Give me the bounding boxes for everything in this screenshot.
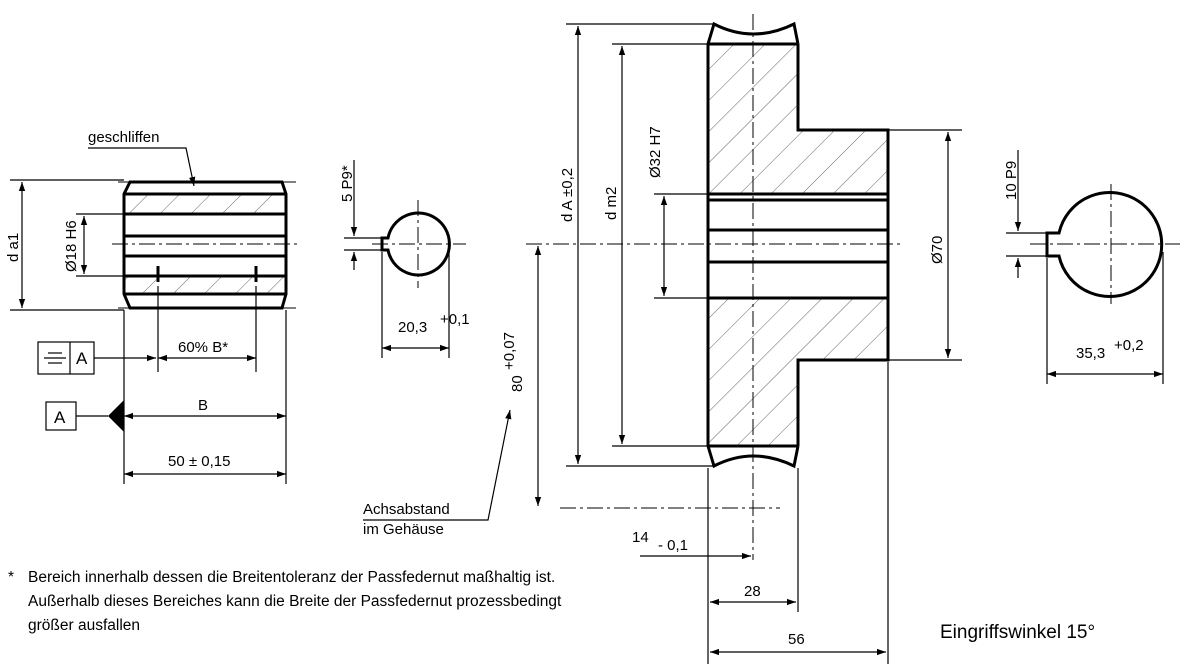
worm-wheel-section: d A ±0,2 d m2 Ø32 H7 Ø70 80 +0,07 Achsab… xyxy=(363,14,962,664)
small-hub-outline xyxy=(380,211,451,277)
datum-label: A xyxy=(54,408,66,427)
rack-section-view: geschliffen d a1 Ø18 H6 A 60% B* A xyxy=(5,129,300,484)
hub-dia-label: Ø70 xyxy=(929,236,946,264)
keyway-slot-lower xyxy=(706,260,890,300)
large-depth-tolerance: +0,2 xyxy=(1114,337,1144,354)
bore-diameter-label: Ø18 H6 xyxy=(63,220,80,272)
tip-dia-label: d A ±0,2 xyxy=(559,168,576,222)
small-keyway-label: 5 P9* xyxy=(339,165,356,202)
small-hub-view: 5 P9* 20,3 +0,1 xyxy=(339,160,470,358)
large-hub-outline xyxy=(1045,191,1164,298)
footnote: * Bereich innerhalb dessen die Breitento… xyxy=(8,569,562,634)
tip-diameter-label: d a1 xyxy=(5,233,22,262)
center-distance-note-2: im Gehäuse xyxy=(363,521,444,538)
hub-length-label: 56 xyxy=(788,631,805,648)
center-distance-tolerance: +0,07 xyxy=(501,332,518,370)
small-depth-label: 20,3 xyxy=(398,319,427,336)
center-distance-note-1: Achsabstand xyxy=(363,501,450,518)
hatch-bottom xyxy=(124,276,286,294)
gear-bore-label: Ø32 H7 xyxy=(647,126,664,178)
small-depth-tolerance: +0,1 xyxy=(440,311,470,328)
datum-triangle xyxy=(108,400,124,432)
pressure-angle-title: Eingriffswinkel 15° xyxy=(940,622,1095,643)
offset-label: 14 xyxy=(632,529,649,546)
face-width-label: 28 xyxy=(744,583,761,600)
ground-label: geschliffen xyxy=(88,129,159,146)
footnote-marker: * xyxy=(8,569,14,586)
center-distance-label: 80 xyxy=(509,375,526,392)
large-depth-label: 35,3 xyxy=(1076,345,1105,362)
width-label: B xyxy=(198,397,208,414)
length-label: 50 ± 0,15 xyxy=(168,453,230,470)
footnote-line-3: größer ausfallen xyxy=(28,617,140,634)
wheel-hub-outline xyxy=(796,44,890,446)
footnote-line-1: Bereich innerhalb dessen die Breitentole… xyxy=(28,569,555,586)
hatch-top xyxy=(124,194,286,214)
large-hub-view: 10 P9 35,3 +0,2 xyxy=(1003,150,1180,384)
large-keyway-label: 10 P9 xyxy=(1003,161,1020,200)
footnote-line-2: Außerhalb dieses Bereiches kann die Brei… xyxy=(28,593,562,610)
symmetry-datum-ref: A xyxy=(76,349,88,368)
pitch-dia-label: d m2 xyxy=(603,187,620,220)
offset-tolerance: - 0,1 xyxy=(658,537,688,554)
keyway-range-label: 60% B* xyxy=(178,339,228,356)
keyway-slot-upper xyxy=(706,198,890,232)
